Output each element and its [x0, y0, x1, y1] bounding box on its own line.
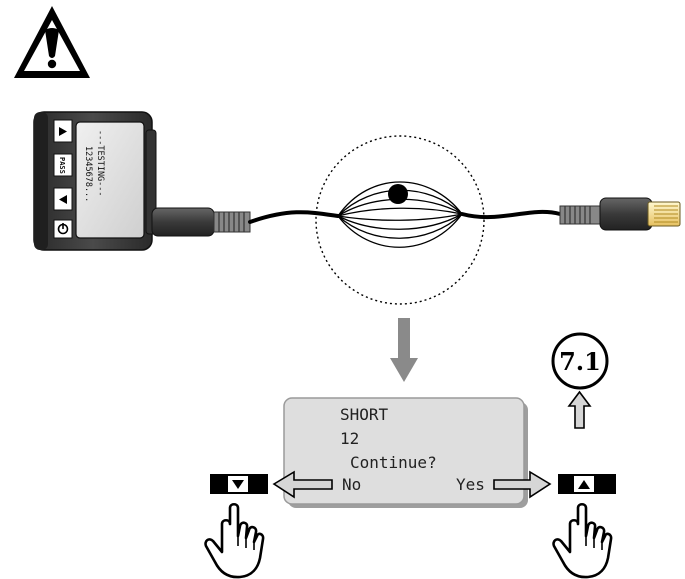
tester-lcd-screen: ---TESTING--- 12345678... [75, 121, 145, 239]
right-rj45-plug [559, 197, 681, 231]
network-cable [248, 209, 562, 224]
tester-display-line2: 12345678... [83, 146, 93, 202]
next-step-badge[interactable]: 7.1 [551, 332, 609, 390]
left-pointing-hand-icon [204, 502, 265, 579]
tester-down-button[interactable] [53, 187, 73, 211]
up-key-button[interactable] [558, 474, 616, 494]
up-flow-arrow [567, 390, 592, 429]
yes-arrow [493, 470, 552, 499]
cable-tester-device: ---TESTING--- 12345678... PASS [33, 111, 157, 251]
short-point-marker [388, 184, 408, 204]
tester-display-line1: ---TESTING--- [95, 130, 105, 197]
tester-pass-button[interactable]: PASS [53, 153, 73, 177]
down-key-button[interactable] [210, 474, 268, 494]
next-step-label: 7.1 [559, 347, 601, 376]
right-pointing-hand-icon [552, 502, 613, 579]
magnified-short-circle [315, 135, 485, 305]
warning-triangle-icon [14, 6, 90, 78]
no-arrow [272, 470, 333, 499]
result-no-option: No [342, 475, 361, 494]
pass-label: PASS [58, 157, 66, 174]
tester-up-button[interactable] [53, 119, 73, 143]
result-line-pins: 12 [340, 429, 359, 448]
result-line-short: SHORT [340, 405, 389, 424]
tester-power-button[interactable] [53, 219, 73, 239]
left-cable-plug [151, 207, 251, 237]
result-continue-prompt: Continue? [350, 453, 437, 472]
result-yes-option: Yes [456, 475, 485, 494]
result-lcd-screen: SHORT 12 Continue? No Yes [283, 397, 528, 508]
down-flow-arrow [390, 318, 418, 382]
